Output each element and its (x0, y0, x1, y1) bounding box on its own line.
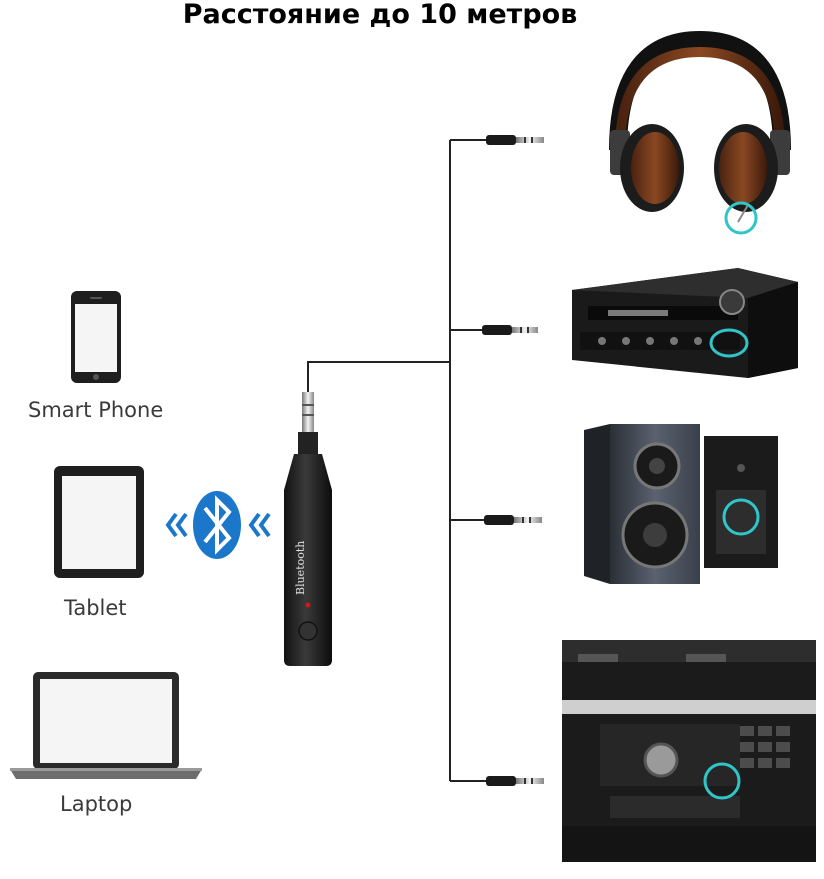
jack-plug-2 (482, 325, 538, 335)
speakers-icon (584, 424, 778, 584)
jack-plug-1 (486, 135, 544, 145)
signal-arrows-left-icon (165, 512, 188, 538)
headphones-jack-highlight (724, 201, 758, 235)
jack-plug-3 (484, 515, 542, 525)
power-button (298, 621, 318, 641)
bluetooth-receiver: Bluetooth (284, 392, 332, 666)
signal-arrows-right-icon (248, 512, 271, 538)
smartphone-label: Smart Phone (28, 398, 164, 422)
receiver-jack-highlight (709, 328, 749, 358)
car-jack-highlight (703, 762, 741, 800)
laptop-icon (10, 672, 202, 779)
bluetooth-icon (193, 491, 241, 559)
av-receiver-icon (572, 268, 798, 378)
tablet-icon (54, 466, 144, 578)
tablet-label: Tablet (64, 596, 127, 620)
car-console-icon (562, 640, 816, 862)
page-title: Расстояние до 10 метров (182, 0, 578, 30)
cable-network (307, 139, 486, 782)
headphones-icon (609, 30, 791, 235)
receiver-brand-text: Bluetooth (294, 541, 307, 595)
jack-plug-4 (486, 776, 544, 786)
smartphone-icon (71, 291, 121, 383)
speakers-jack-highlight (722, 498, 760, 536)
laptop-label: Laptop (60, 792, 133, 816)
status-led (305, 602, 311, 608)
